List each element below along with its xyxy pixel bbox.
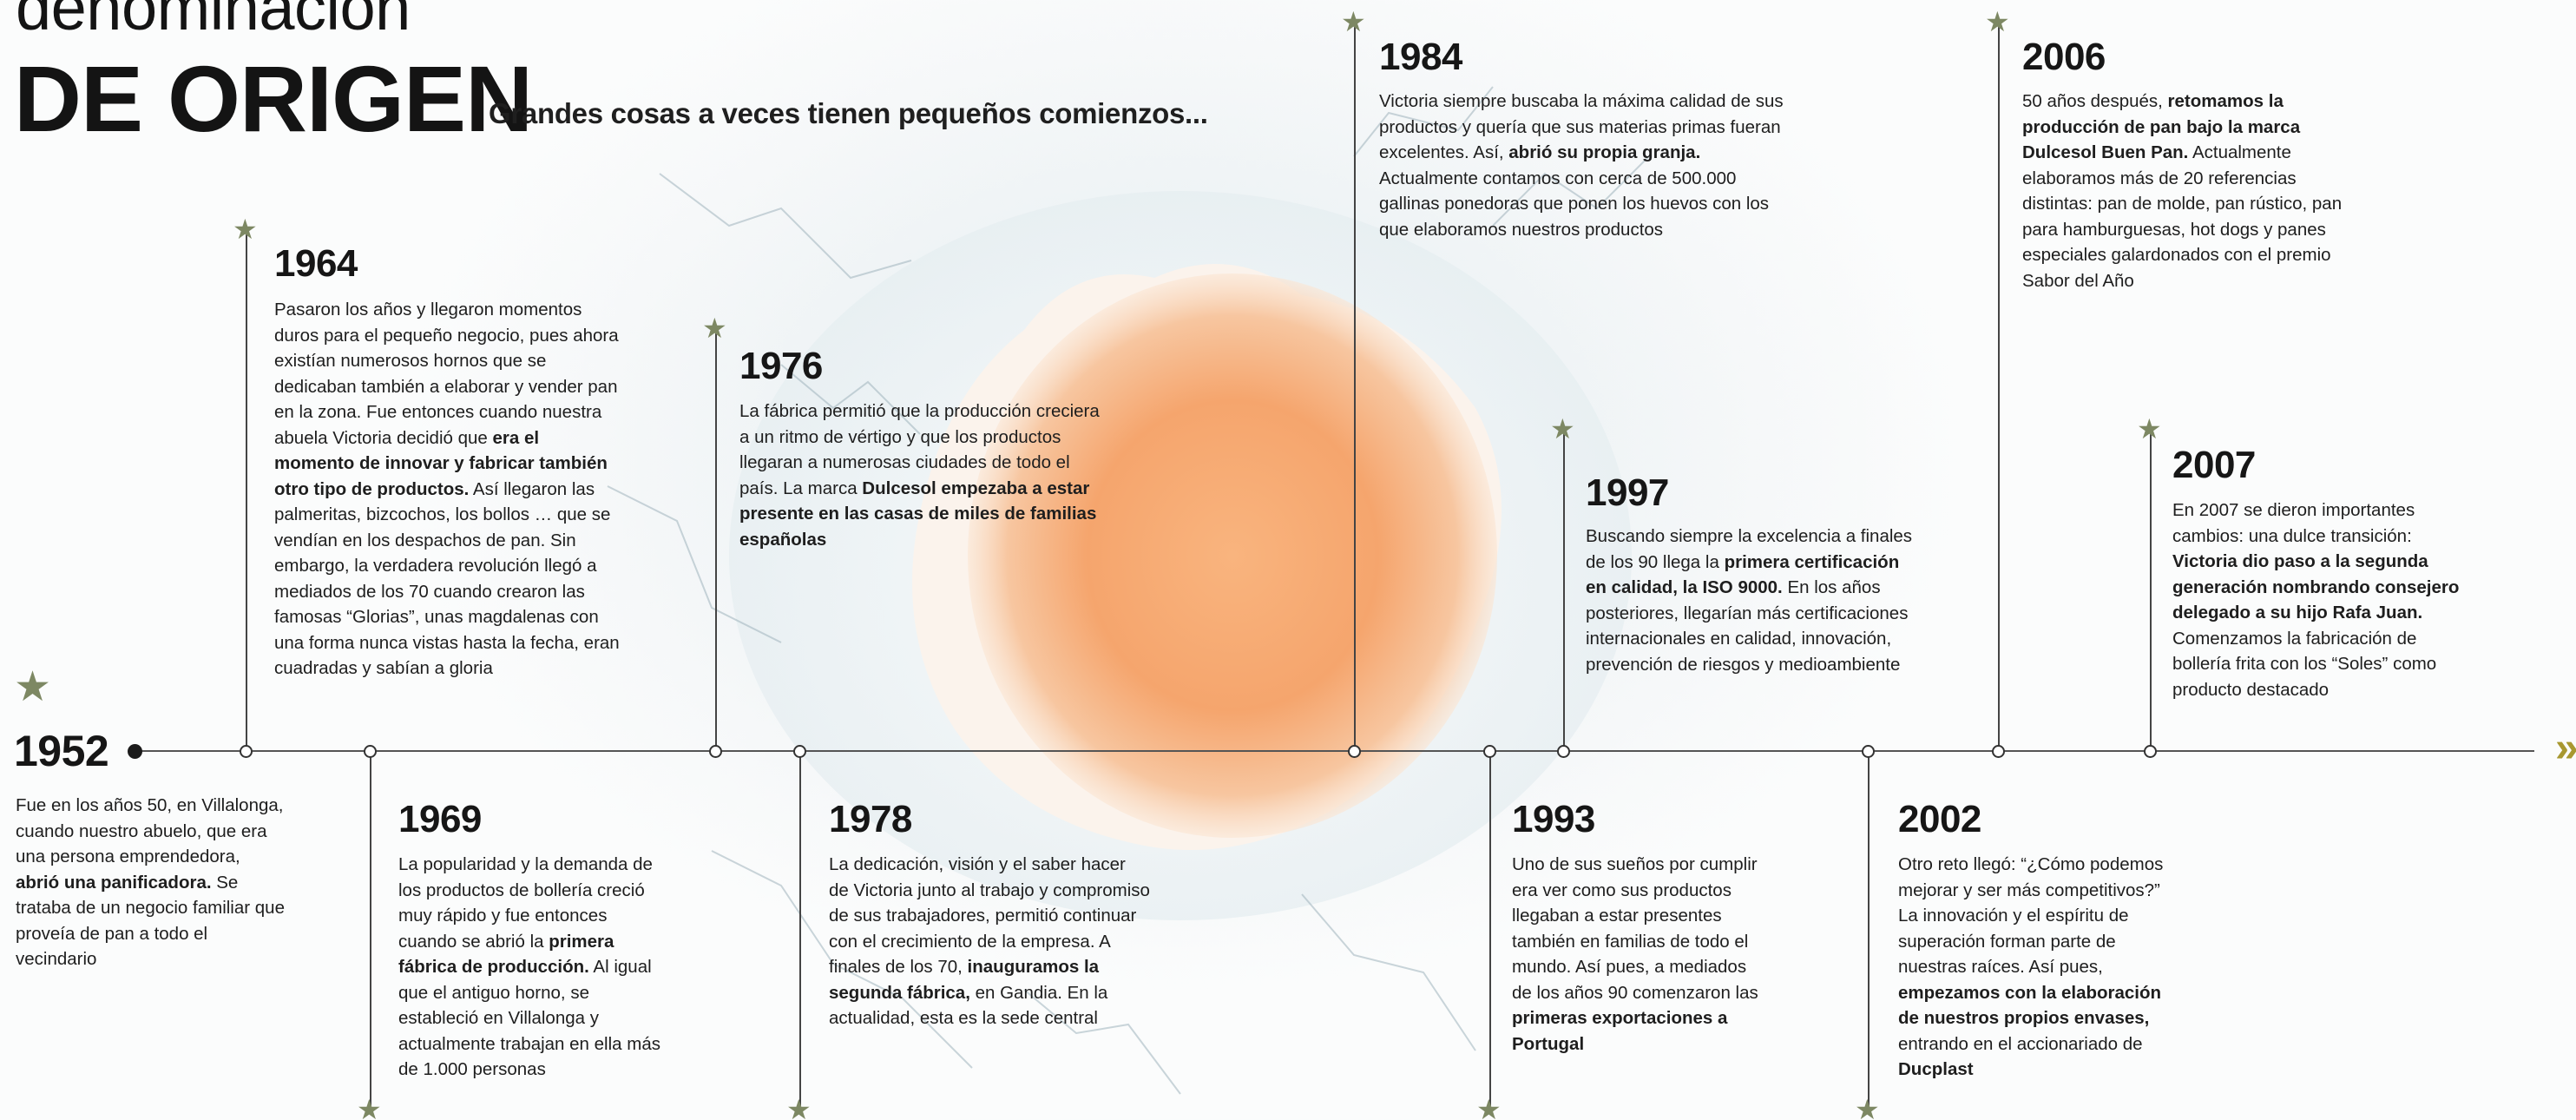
stem-2007 xyxy=(2150,427,2152,750)
event-text-1984: Victoria siempre buscaba la máxima calid… xyxy=(1379,91,1784,240)
event-text-1978: La dedicación, visión y el saber hacer d… xyxy=(829,854,1150,1028)
stem-1993 xyxy=(1489,752,1491,1108)
node-1976[interactable] xyxy=(709,745,722,758)
star-icon: ★ xyxy=(357,1094,382,1120)
event-text-2006: 50 años después, retomamos la producción… xyxy=(2022,91,2343,291)
event-text-1993: Uno de sus sueños por cumplir era ver co… xyxy=(1512,854,1758,1054)
year-1952: 1952 xyxy=(14,727,109,775)
page-title-line-1: denominación xyxy=(16,0,411,43)
node-1969[interactable] xyxy=(364,745,377,758)
timeline-axis xyxy=(135,750,2534,752)
double-chevron-right-icon[interactable]: » xyxy=(2555,728,2576,769)
star-icon: ★ xyxy=(1985,6,2010,37)
node-1978[interactable] xyxy=(793,745,806,758)
stem-2006 xyxy=(1998,21,2000,750)
node-1997[interactable] xyxy=(1557,745,1570,758)
star-icon: ★ xyxy=(1476,1094,1502,1120)
star-icon: ★ xyxy=(786,1094,812,1120)
star-icon: ★ xyxy=(1855,1094,1880,1120)
node-1993[interactable] xyxy=(1483,745,1496,758)
node-2006[interactable] xyxy=(1992,745,2005,758)
stem-1984 xyxy=(1354,21,1356,750)
star-icon: ★ xyxy=(14,664,52,710)
star-icon: ★ xyxy=(233,214,258,245)
event-text-1952: Fue en los años 50, en Villalonga, cuand… xyxy=(16,795,285,969)
stem-1969 xyxy=(370,752,371,1108)
year-1984: 1984 xyxy=(1379,36,1462,78)
stem-1976 xyxy=(715,326,717,750)
year-1993: 1993 xyxy=(1512,798,1595,840)
stem-2002 xyxy=(1868,752,1870,1108)
event-text-1997: Buscando siempre la excelencia a finales… xyxy=(1586,526,1913,675)
event-text-1969: La popularidad y la demanda de los produ… xyxy=(398,854,660,1079)
stem-1997 xyxy=(1563,427,1565,750)
event-text-2002: Otro reto llegó: “¿Cómo podemos mejorar … xyxy=(1898,854,2164,1079)
year-1978: 1978 xyxy=(829,798,912,840)
year-2006: 2006 xyxy=(2022,36,2106,78)
page-title-line-2: DE ORIGEN xyxy=(14,46,533,151)
page-subtitle: Grandes cosas a veces tienen pequeños co… xyxy=(489,97,1208,129)
year-1969: 1969 xyxy=(398,798,482,840)
node-2007[interactable] xyxy=(2144,745,2157,758)
star-icon: ★ xyxy=(2137,413,2162,445)
year-2007: 2007 xyxy=(2172,444,2256,486)
star-icon: ★ xyxy=(1550,413,1575,445)
stem-1978 xyxy=(799,752,801,1108)
year-2002: 2002 xyxy=(1898,798,1981,840)
year-1997: 1997 xyxy=(1586,471,1669,514)
timeline-start-dot xyxy=(128,744,142,759)
node-2002[interactable] xyxy=(1862,745,1875,758)
star-icon: ★ xyxy=(1341,6,1366,37)
event-text-1964: Pasaron los años y llegaron momentos dur… xyxy=(274,300,620,678)
star-icon: ★ xyxy=(702,313,727,344)
event-text-2007: En 2007 se dieron importantes cambios: u… xyxy=(2172,500,2460,700)
stem-1964 xyxy=(246,227,247,750)
year-1976: 1976 xyxy=(739,345,823,387)
event-text-1976: La fábrica permitió que la producción cr… xyxy=(739,401,1100,550)
year-1964: 1964 xyxy=(274,242,358,285)
node-1964[interactable] xyxy=(240,745,253,758)
node-1984[interactable] xyxy=(1348,745,1361,758)
